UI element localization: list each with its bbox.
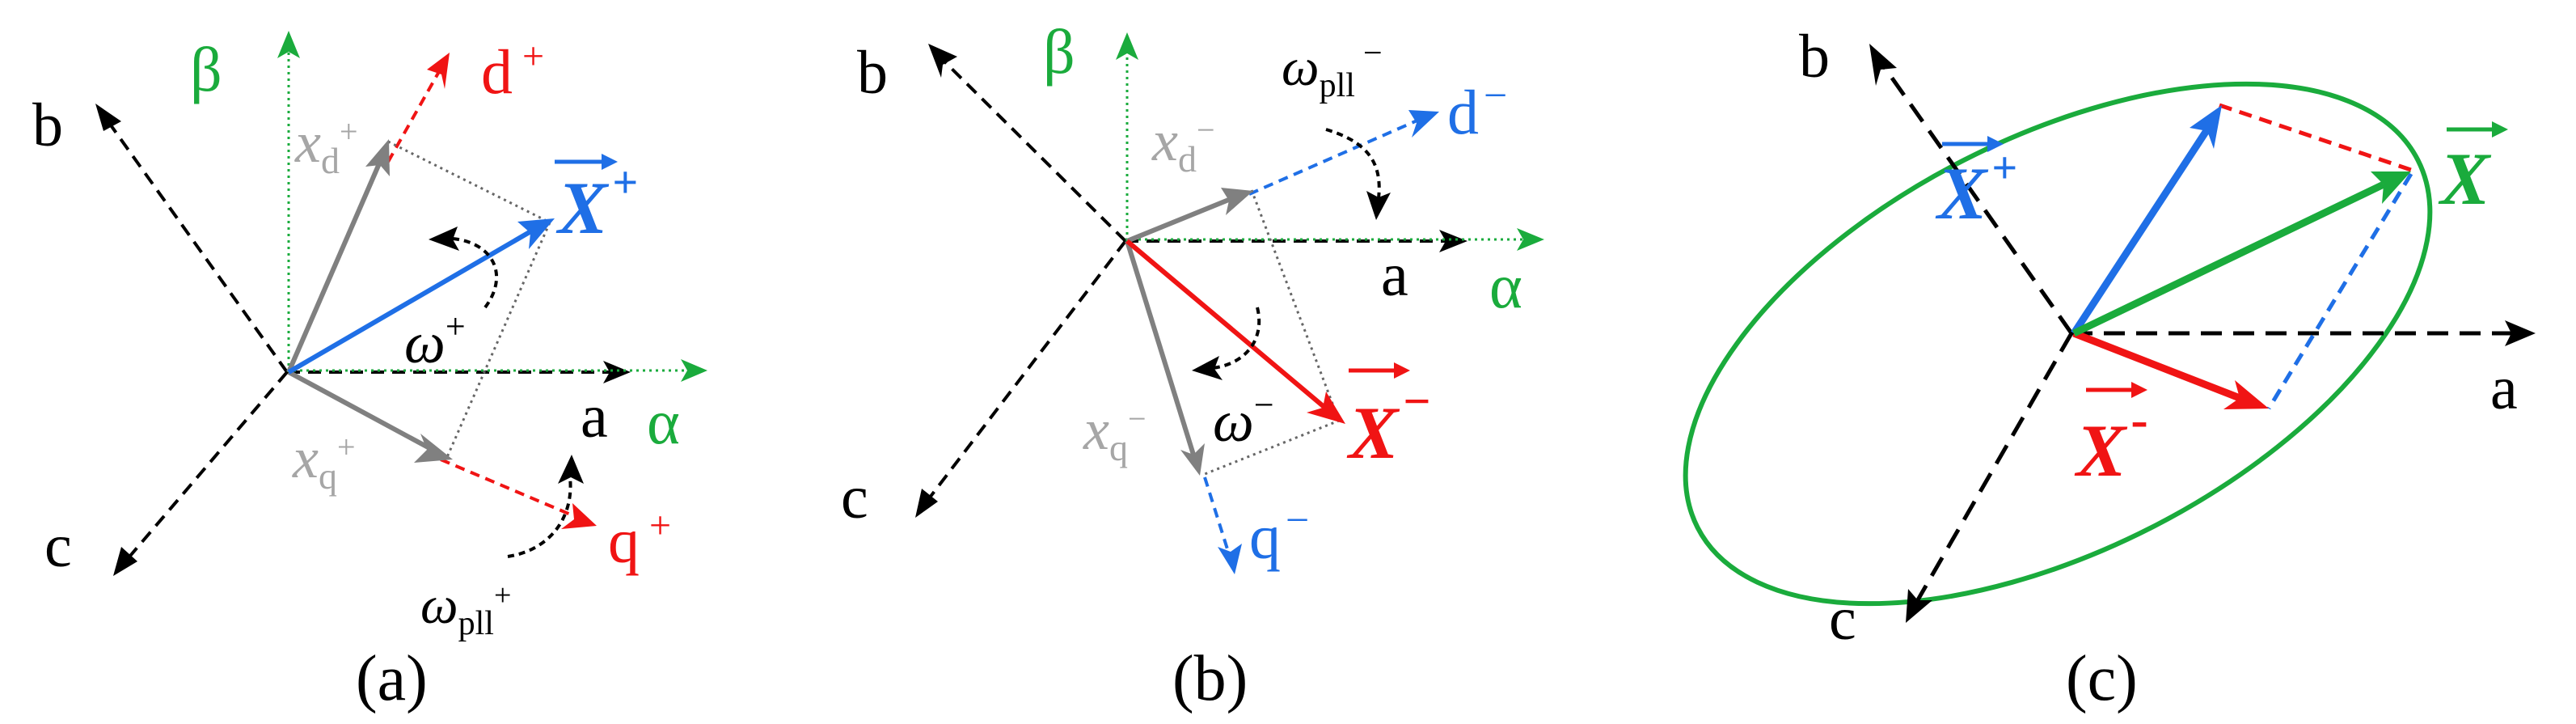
axis-a-arrowhead <box>603 361 631 383</box>
axis-c <box>920 239 1127 510</box>
axis-b-arrowhead <box>928 44 957 78</box>
axis-c-arrowhead <box>113 547 137 576</box>
vector-xq-minus-arrowhead <box>1180 443 1205 476</box>
caption-c: (c) <box>2066 643 2138 714</box>
label-X-plus: X+ <box>1935 136 2017 235</box>
trajectory-ellipse <box>1683 81 2433 607</box>
panel-a: b c a α β d+ q+ xd+ xq+ X+ ω+ ωpll+ (a <box>32 31 707 714</box>
vector-X-minus <box>2072 329 2241 402</box>
axis-beta-arrowhead <box>277 31 300 58</box>
panel-b: b c a α β d− q− xd− xq− X− ω− ωpll− (b <box>841 16 1544 714</box>
axis-d-plus-arrowhead <box>427 53 450 89</box>
axis-q-minus-arrowhead <box>1218 544 1242 574</box>
svg-text:X+: X+ <box>555 158 638 249</box>
axis-c-arrowhead <box>915 489 938 518</box>
label-xd-plus: xd+ <box>294 110 358 181</box>
vector-xd-plus <box>286 160 382 374</box>
axis-b-arrowhead <box>1869 44 1897 86</box>
svg-text:X: X <box>2438 138 2492 220</box>
label-omega-plus: ω+ <box>404 307 466 375</box>
vector-xd-plus-arrowhead <box>365 139 390 176</box>
label-X-total: X <box>2438 121 2508 220</box>
parallelogram-blue-dashed-edge <box>2266 172 2413 410</box>
label-X-minus: X− <box>1346 362 1431 474</box>
label-beta: β <box>190 34 222 104</box>
axis-q-plus <box>440 458 579 519</box>
label-xd-minus: xd− <box>1151 108 1215 180</box>
label-omega-pll-minus: ωpll− <box>1282 35 1383 104</box>
label-q-minus: q− <box>1249 497 1309 572</box>
label-xq-minus: xq− <box>1083 397 1147 468</box>
label-b: b <box>32 91 63 159</box>
label-beta: β <box>1043 16 1075 87</box>
vector-X-plus <box>2071 127 2211 336</box>
axis-b <box>99 110 289 374</box>
omega-minus-rotation-arrowhead <box>1192 356 1223 380</box>
vector-X-minus <box>1125 239 1328 411</box>
vector-X-plus <box>287 227 535 375</box>
vector-X-minus-arrowhead <box>1307 392 1345 424</box>
panel-c: b c a X+ X- X (c) <box>1683 23 2536 714</box>
projection-dotted-lines <box>387 140 551 458</box>
axis-d-minus <box>1248 118 1420 196</box>
label-xq-plus: xq+ <box>292 426 356 497</box>
axis-b-arrowhead <box>95 104 121 131</box>
label-d-plus: d+ <box>481 35 544 107</box>
axis-a-arrowhead <box>1439 230 1467 252</box>
axis-q-plus-arrowhead <box>561 503 597 529</box>
omega-pll-plus-rotation-arrowhead <box>558 455 584 484</box>
svg-text:X−: X− <box>1346 375 1431 474</box>
omega-plus-rotation-arrowhead <box>429 227 459 251</box>
svg-text:X+: X+ <box>1935 143 2017 235</box>
axis-alpha-arrowhead <box>1517 228 1544 251</box>
vector-xd-minus <box>1125 197 1232 243</box>
omega-pll-minus-rotation-arrowhead <box>1366 191 1391 220</box>
omega-pll-plus-rotation-arrow <box>507 476 572 558</box>
axis-b <box>936 53 1127 243</box>
axis-b <box>1877 59 2074 335</box>
caption-a: (a) <box>356 643 428 714</box>
axis-alpha-arrowhead <box>681 359 707 382</box>
label-X-minus: X- <box>2074 382 2148 492</box>
label-c: c <box>841 464 868 531</box>
label-omega-minus: ω− <box>1213 385 1274 454</box>
vector-X-plus-arrowhead <box>2190 105 2222 149</box>
label-alpha: α <box>647 387 680 457</box>
vector-xq-plus <box>287 370 434 452</box>
parallelogram-red-dashed-edge <box>2219 103 2412 172</box>
label-b: b <box>1799 23 1830 91</box>
vector-X-minus-arrowhead <box>2223 380 2269 409</box>
label-omega-pll-plus: ωpll+ <box>420 576 511 642</box>
label-a: a <box>1381 241 1408 309</box>
vector-xd-minus-arrowhead <box>1221 188 1253 215</box>
caption-b: (b) <box>1172 643 1248 714</box>
label-alpha: α <box>1489 251 1522 321</box>
omega-pll-minus-rotation-arrow <box>1325 128 1381 199</box>
axis-a-arrowhead <box>2505 320 2536 346</box>
label-X-plus: X+ <box>555 154 638 249</box>
label-b: b <box>857 39 888 107</box>
axis-q-minus <box>1203 476 1231 555</box>
label-a: a <box>2490 354 2518 422</box>
vector-X-plus-arrowhead <box>517 218 555 249</box>
axis-d-minus-arrowhead <box>1408 110 1439 138</box>
axis-c <box>120 370 289 568</box>
label-a: a <box>581 383 608 451</box>
label-q-plus: q+ <box>608 504 671 576</box>
label-c: c <box>44 512 72 580</box>
axis-c <box>1914 332 2074 604</box>
vector-xq-plus-arrowhead <box>414 434 453 463</box>
axis-d-plus <box>386 68 442 163</box>
svg-text:X-: X- <box>2074 391 2148 492</box>
vector-xq-minus <box>1125 240 1196 455</box>
axis-beta-arrowhead <box>1116 32 1138 60</box>
label-d-minus: d− <box>1447 73 1507 147</box>
vector-X-total-arrowhead <box>2371 171 2411 204</box>
omega-plus-rotation-arrow <box>452 237 499 309</box>
vector-X-total <box>2072 180 2385 337</box>
axis-c-arrowhead <box>1906 589 1932 623</box>
label-c: c <box>1829 585 1856 653</box>
